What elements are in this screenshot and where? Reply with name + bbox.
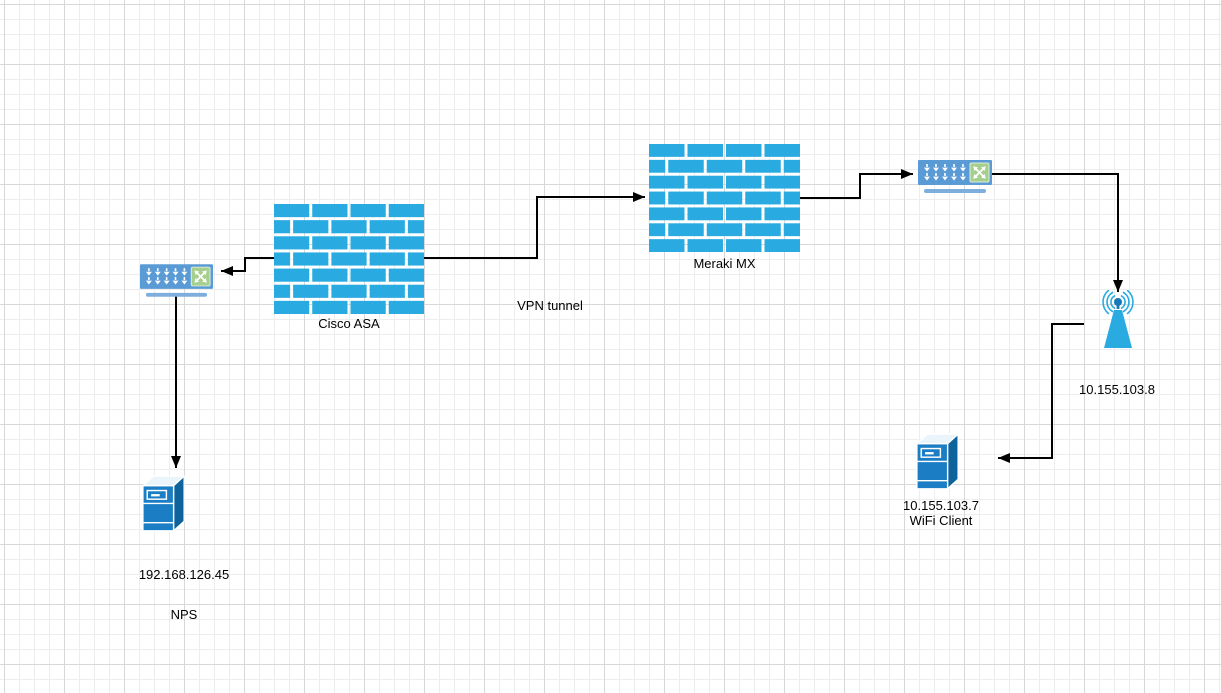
node-right-switch[interactable] <box>918 160 992 194</box>
node-nps-server[interactable] <box>141 472 187 534</box>
switch-icon <box>918 160 992 193</box>
node-wifi-client-server[interactable] <box>915 430 961 492</box>
edge-right-switch-to-antenna[interactable] <box>992 173 1123 292</box>
cisco-asa-label: Cisco ASA <box>318 316 380 331</box>
nps-ip-label: 192.168.126.45 <box>138 567 230 582</box>
wifi-client-ip-label: 10.155.103.7 <box>903 498 979 513</box>
switch-icon <box>140 264 213 297</box>
firewall-icon <box>274 204 424 314</box>
firewall-icon <box>649 144 800 252</box>
node-meraki-mx-firewall[interactable] <box>649 144 800 252</box>
vpn-tunnel-label: VPN tunnel <box>517 298 583 313</box>
node-cisco-asa-firewall[interactable] <box>274 204 424 314</box>
antenna-ip-label: 10.155.103.8 <box>1079 382 1155 397</box>
edge-antenna-to-wifi-client[interactable] <box>998 323 1084 463</box>
antenna-icon <box>1102 290 1134 348</box>
wifi-client-name-label: WiFi Client <box>909 513 973 528</box>
server-icon <box>142 475 185 532</box>
edge-asa-to-meraki[interactable] <box>424 192 645 259</box>
edge-asa-to-left-switch[interactable] <box>221 257 274 276</box>
server-icon <box>916 433 959 490</box>
edge-meraki-to-right-switch[interactable] <box>800 169 913 199</box>
nps-name-label: NPS <box>170 607 198 622</box>
meraki-mx-label: Meraki MX <box>693 256 756 271</box>
node-left-switch[interactable] <box>140 264 213 298</box>
node-wireless-antenna[interactable] <box>1095 290 1141 352</box>
